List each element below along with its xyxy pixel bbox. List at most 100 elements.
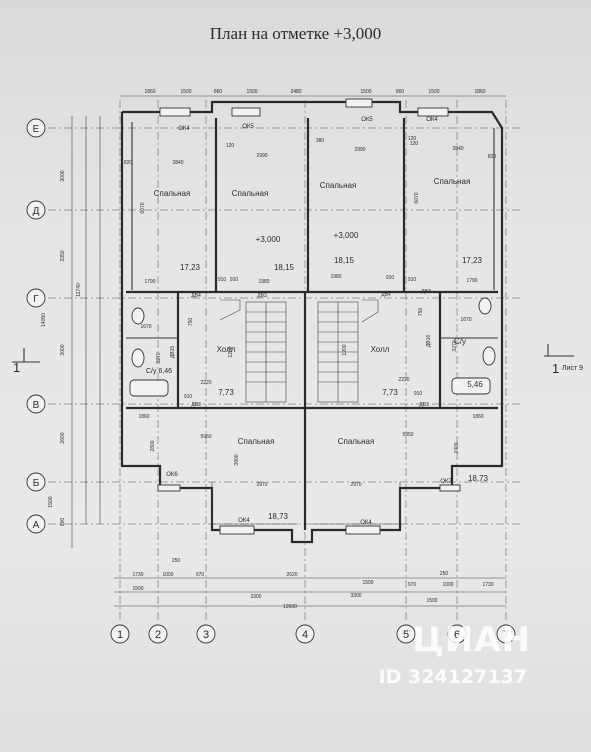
dimension-bottom: 970 <box>408 582 417 588</box>
window-label: ОК5 <box>361 117 373 123</box>
window-label: ОК5 <box>242 124 254 130</box>
room-area: 17,23 <box>180 263 201 272</box>
dimension-top: 1860 <box>474 89 485 95</box>
dimension-room: 2990 <box>354 147 365 153</box>
axis-row-label: Е <box>33 124 40 135</box>
axis-row-label: Б <box>33 478 40 489</box>
door-label: ДВ16 <box>426 335 432 348</box>
dimension-room: 2990 <box>256 153 267 159</box>
dimension-room: 120 <box>410 141 419 147</box>
dimension-room: 6070 <box>414 192 420 203</box>
bathroom-fixtures <box>129 297 496 397</box>
dimension-hall: 2220 <box>398 377 409 383</box>
dimension-total: 12600 <box>283 604 297 610</box>
axis-col-bubble <box>196 624 216 644</box>
axis-row-label: Г <box>33 294 39 305</box>
axis-col-bubble <box>110 624 130 644</box>
dimension-bottom: 1730 <box>482 582 493 588</box>
window-label: ОК4 <box>178 126 190 132</box>
dimension-hall: 1670 <box>140 324 151 330</box>
room-name: Спальная <box>320 181 357 190</box>
window-label: ОК6 <box>166 472 178 478</box>
axis-col-bubble <box>396 624 416 644</box>
dimension-bottom: 250 <box>172 558 181 564</box>
plan-title: План на отметке +3,000 <box>209 24 382 43</box>
axis-row-bubble <box>26 514 46 534</box>
axis-row-bubble <box>26 118 46 138</box>
cian-watermark: ЦИАН <box>412 620 531 660</box>
dimension-room: 910 <box>218 277 227 283</box>
dimension-total: 1500 <box>426 598 437 604</box>
room-area: 17,23 <box>462 256 483 265</box>
section-marks <box>12 344 574 363</box>
dimension-bottom: 2620 <box>286 572 297 578</box>
axis-col-label: 6 <box>454 629 460 641</box>
dimension-total: 3300 <box>350 593 361 599</box>
dimension-bottom: 1000 <box>162 572 173 578</box>
dimension-hall: 5950 <box>200 434 211 440</box>
dimension-hall: 910 <box>414 391 423 397</box>
dimension-room: 910 <box>408 277 417 283</box>
dimension-total: 1500 <box>132 586 143 592</box>
dimension-room: 1790 <box>144 279 155 285</box>
room-name: Спальная <box>154 189 191 198</box>
dimension-left: 14050 <box>41 313 47 327</box>
dimension-hall: 3270 <box>156 352 162 363</box>
axis-col-label: 2 <box>155 629 161 641</box>
dimension-bottom: 970 <box>196 572 205 578</box>
dimension-room: 1790 <box>466 278 477 284</box>
dimension-bottom: 1000 <box>442 582 453 588</box>
dimension-top: 860 <box>396 89 405 95</box>
dimension-bottom: 250 <box>440 571 449 577</box>
axis-col-label: 1 <box>117 629 123 641</box>
axis-row-label: В <box>33 400 40 411</box>
dimension-top: 1500 <box>428 89 439 95</box>
listing-id: ID 324127137 <box>378 666 527 688</box>
section-number: 1 <box>552 361 559 376</box>
door-label: ДВ3 <box>191 402 201 408</box>
section-ref: Лист 9 <box>562 365 583 372</box>
axis-col-label: 4 <box>302 629 308 641</box>
axis-col-label: 5 <box>403 629 409 641</box>
axis-col-label: 3 <box>203 629 209 641</box>
dimension-room: 120 <box>226 143 235 149</box>
staircase <box>219 299 379 403</box>
dimension-bottom: 1730 <box>132 572 143 578</box>
door-label: ДВ3 <box>421 289 431 295</box>
section-number: 1 <box>13 360 20 375</box>
dimension-top: 1500 <box>180 89 191 95</box>
axis-row-bubble <box>26 200 46 220</box>
dimension-top: 860 <box>214 89 223 95</box>
room-area: 18,15 <box>274 263 295 272</box>
dimension-hall: 2400 <box>454 442 460 453</box>
dimension-top: 1500 <box>360 89 371 95</box>
dimension-hall: 750 <box>418 308 424 317</box>
dimension-total: 3300 <box>250 594 261 600</box>
axis-row-bubble <box>26 288 46 308</box>
dimension-hall: 1200 <box>342 344 348 355</box>
dimension-hall: 2220 <box>200 380 211 386</box>
door-label: ДВ15 <box>170 346 176 359</box>
axis-col-bubble <box>447 624 467 644</box>
dimension-room: 380 <box>316 138 325 144</box>
door-label: ДВ4 <box>191 293 201 299</box>
room-name: Спальная <box>338 437 375 446</box>
axis-col-label: 7 <box>503 629 509 641</box>
room-name: Спальная <box>238 437 275 446</box>
window-label: ОК7 <box>440 479 452 485</box>
dimension-top: 2480 <box>290 89 301 95</box>
door-label: ДВ4 <box>381 292 391 298</box>
dimension-left: 800 <box>60 518 66 527</box>
dimension-top: 1860 <box>144 89 155 95</box>
dimension-left: 1500 <box>48 496 54 507</box>
window-label: ОК4 <box>360 520 372 526</box>
axis-row-bubble <box>26 394 46 414</box>
dimension-left: 3000 <box>60 344 66 355</box>
room-area: 7,73 <box>218 388 234 397</box>
room-name: С/у <box>454 337 466 346</box>
dimension-room: 820 <box>124 160 133 166</box>
dimension-room: 120 <box>408 136 417 142</box>
axis-row-label: Д <box>33 206 40 217</box>
axis-row-label: А <box>33 520 40 531</box>
dimension-hall: 1860 <box>138 414 149 420</box>
